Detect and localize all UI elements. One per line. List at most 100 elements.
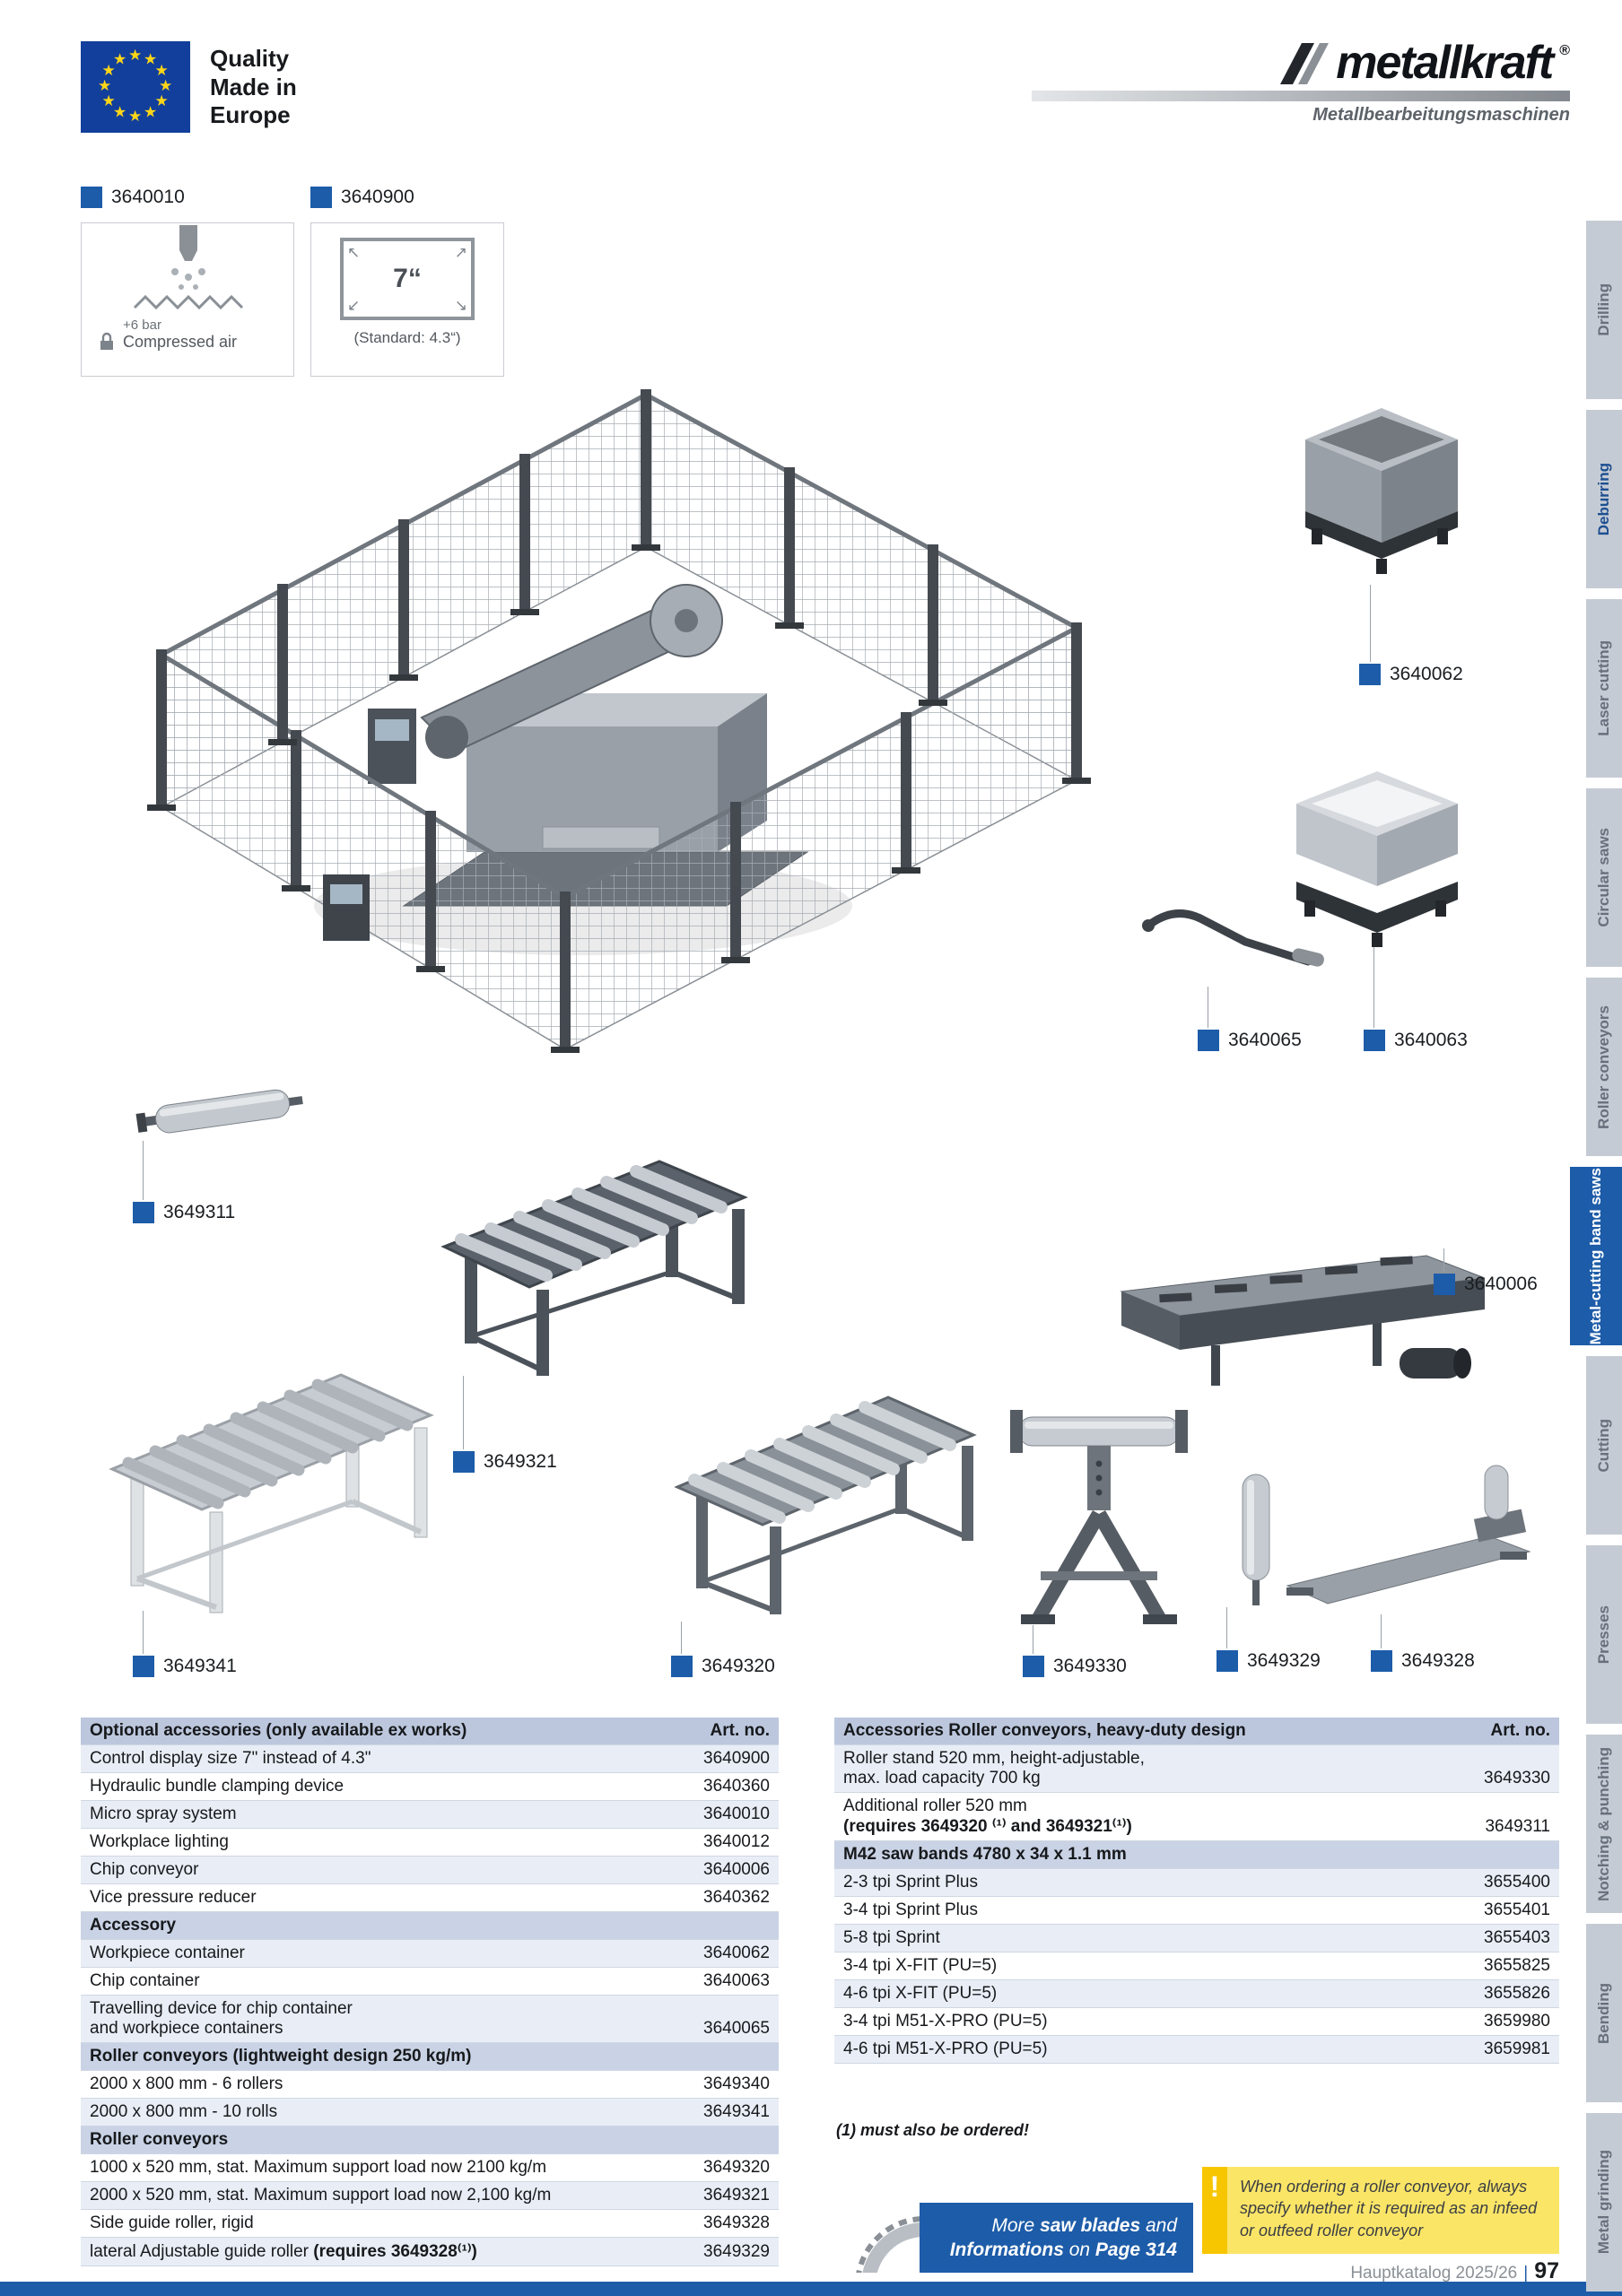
- art-number: 3649320: [702, 1656, 775, 1676]
- art-number: 3640065: [1228, 1030, 1302, 1050]
- art-number: 3649321: [484, 1451, 557, 1472]
- quality-line: Made in: [210, 73, 297, 100]
- label-marker: [1023, 1656, 1044, 1677]
- footer-separator: |: [1523, 2264, 1529, 2283]
- connector-line: [1373, 947, 1374, 1028]
- eu-star-icon: ★: [144, 103, 158, 121]
- table-section-row: Accessory: [81, 1912, 779, 1940]
- art-number: 3640010: [111, 187, 185, 207]
- sidebar-tab-metal-grinding[interactable]: Metal grinding: [1586, 2113, 1622, 2292]
- eu-star-icon: ★: [154, 62, 169, 79]
- additional-roller-image: [135, 1089, 303, 1134]
- label-marker: [133, 1202, 154, 1223]
- label-marker: [1434, 1274, 1455, 1295]
- connector-line: [143, 1141, 144, 1200]
- workpiece-container-image: [1305, 408, 1458, 574]
- connector-line: [1226, 1607, 1227, 1648]
- eu-star-icon: ★: [154, 92, 169, 109]
- art-number: 3649341: [163, 1656, 237, 1676]
- banner-line-1: More saw blades and: [991, 2214, 1177, 2236]
- eu-star-icon: ★: [113, 103, 127, 121]
- table-section-row: Roller conveyors (lightweight design 250…: [81, 2043, 779, 2071]
- label-marker: [1216, 1650, 1238, 1672]
- sidebar-tab-circular-saws[interactable]: Circular saws: [1586, 788, 1622, 967]
- label-marker: [1359, 664, 1381, 685]
- eu-star-icon: ★: [113, 50, 127, 68]
- table-row: 3-4 tpi X-FIT (PU=5)3655825: [834, 1952, 1559, 1980]
- art-label-3640063: 3640063: [1364, 1030, 1468, 1051]
- sidebar-tab-label: Circular saws: [1595, 828, 1613, 927]
- art-label-3640065: 3640065: [1198, 1030, 1302, 1051]
- registered-mark: ®: [1559, 43, 1570, 58]
- sidebar-tab-notching-punching[interactable]: Notching & punching: [1586, 1735, 1622, 1913]
- art-number: 3649311: [163, 1202, 236, 1222]
- table-header: Optional accessories (only available ex …: [81, 1718, 779, 1745]
- label-marker: [1371, 1650, 1392, 1672]
- table-row: 4-6 tpi X-FIT (PU=5)3655826: [834, 1980, 1559, 2008]
- connector-line: [463, 1376, 464, 1449]
- connector-line: [1370, 585, 1371, 662]
- sidebar-tab-label: Presses: [1595, 1605, 1613, 1665]
- chip-conveyor-image: [1120, 1255, 1486, 1386]
- art-number: 3649329: [1247, 1650, 1321, 1671]
- sidebar-tab-label: Drilling: [1595, 283, 1613, 336]
- sidebar-tab-bending[interactable]: Bending: [1586, 1924, 1622, 2102]
- table-row: 4-6 tpi M51-X-PRO (PU=5)3659981: [834, 2036, 1559, 2064]
- art-label-3649311: 3649311: [133, 1202, 235, 1223]
- sidebar-tab-metal-cutting-band-saws[interactable]: Metal-cutting band saws: [1570, 1167, 1622, 1345]
- sidebar-tab-presses[interactable]: Presses: [1586, 1545, 1622, 1724]
- warning-text: When ordering a roller conveyor, always …: [1227, 2167, 1559, 2254]
- table-section-row: M42 saw bands 4780 x 34 x 1.1 mm: [834, 1841, 1559, 1869]
- sidebar-tab-label: Metal-cutting band saws: [1587, 1167, 1605, 1345]
- art-label-3640900: 3640900: [310, 187, 414, 208]
- sidebar-tab-label: Bending: [1595, 1982, 1613, 2044]
- table-row: Roller stand 520 mm, height-adjustable,m…: [834, 1745, 1559, 1793]
- brand-emblem-icon: [1280, 43, 1330, 84]
- label-marker: [671, 1656, 693, 1677]
- table-row: lateral Adjustable guide roller (require…: [81, 2238, 779, 2266]
- label-marker: [1364, 1030, 1385, 1051]
- saw-blades-banner[interactable]: More saw blades and Informations on Page…: [834, 2203, 1193, 2273]
- travelling-device-image: [1142, 909, 1324, 967]
- eu-star-icon: ★: [101, 92, 116, 109]
- sidebar-tab-roller-conveyors[interactable]: Roller conveyors: [1586, 978, 1622, 1156]
- art-label-3640062: 3640062: [1359, 664, 1463, 685]
- sidebar-tab-deburring[interactable]: Deburring: [1586, 410, 1622, 588]
- art-number: 3640063: [1394, 1030, 1468, 1050]
- quality-badge: Quality Made in Europe: [210, 45, 297, 130]
- art-label-3649320: 3649320: [671, 1656, 775, 1677]
- label-marker: [453, 1451, 475, 1473]
- art-label-3649328: 3649328: [1371, 1650, 1475, 1672]
- connector-line: [681, 1622, 682, 1654]
- art-number: 3649328: [1401, 1650, 1475, 1671]
- label-marker: [1198, 1030, 1219, 1051]
- adjustable-guide-roller-image: [1242, 1474, 1270, 1605]
- roller-conveyor-warning: ! When ordering a roller conveyor, alway…: [1202, 2167, 1559, 2254]
- sidebar-tab-drilling[interactable]: Drilling: [1586, 221, 1622, 399]
- sidebar-tab-cutting[interactable]: Cutting: [1586, 1356, 1622, 1535]
- display-standard-label: (Standard: 4.3“): [353, 329, 461, 346]
- table-header: Accessories Roller conveyors, heavy-duty…: [834, 1718, 1559, 1745]
- sidebar-tab-laser-cutting[interactable]: Laser cutting: [1586, 599, 1622, 778]
- eu-flag-logo: ★★★★★★★★★★★★: [81, 41, 190, 133]
- eu-star-icon: ★: [101, 62, 116, 79]
- table-section-row: Roller conveyors: [81, 2126, 779, 2154]
- display-size-value: 7“: [393, 264, 422, 293]
- art-label-3649330: 3649330: [1023, 1656, 1127, 1677]
- lock-icon: [100, 332, 113, 350]
- sidebar-tab-label: Notching & punching: [1595, 1746, 1613, 1901]
- display-size-icon: ↖ ↗ ↙ ↘ 7“: [340, 238, 475, 320]
- roller-conveyor-320-image: [674, 1396, 977, 1614]
- table-row: 1000 x 520 mm, stat. Maximum support loa…: [81, 2154, 779, 2182]
